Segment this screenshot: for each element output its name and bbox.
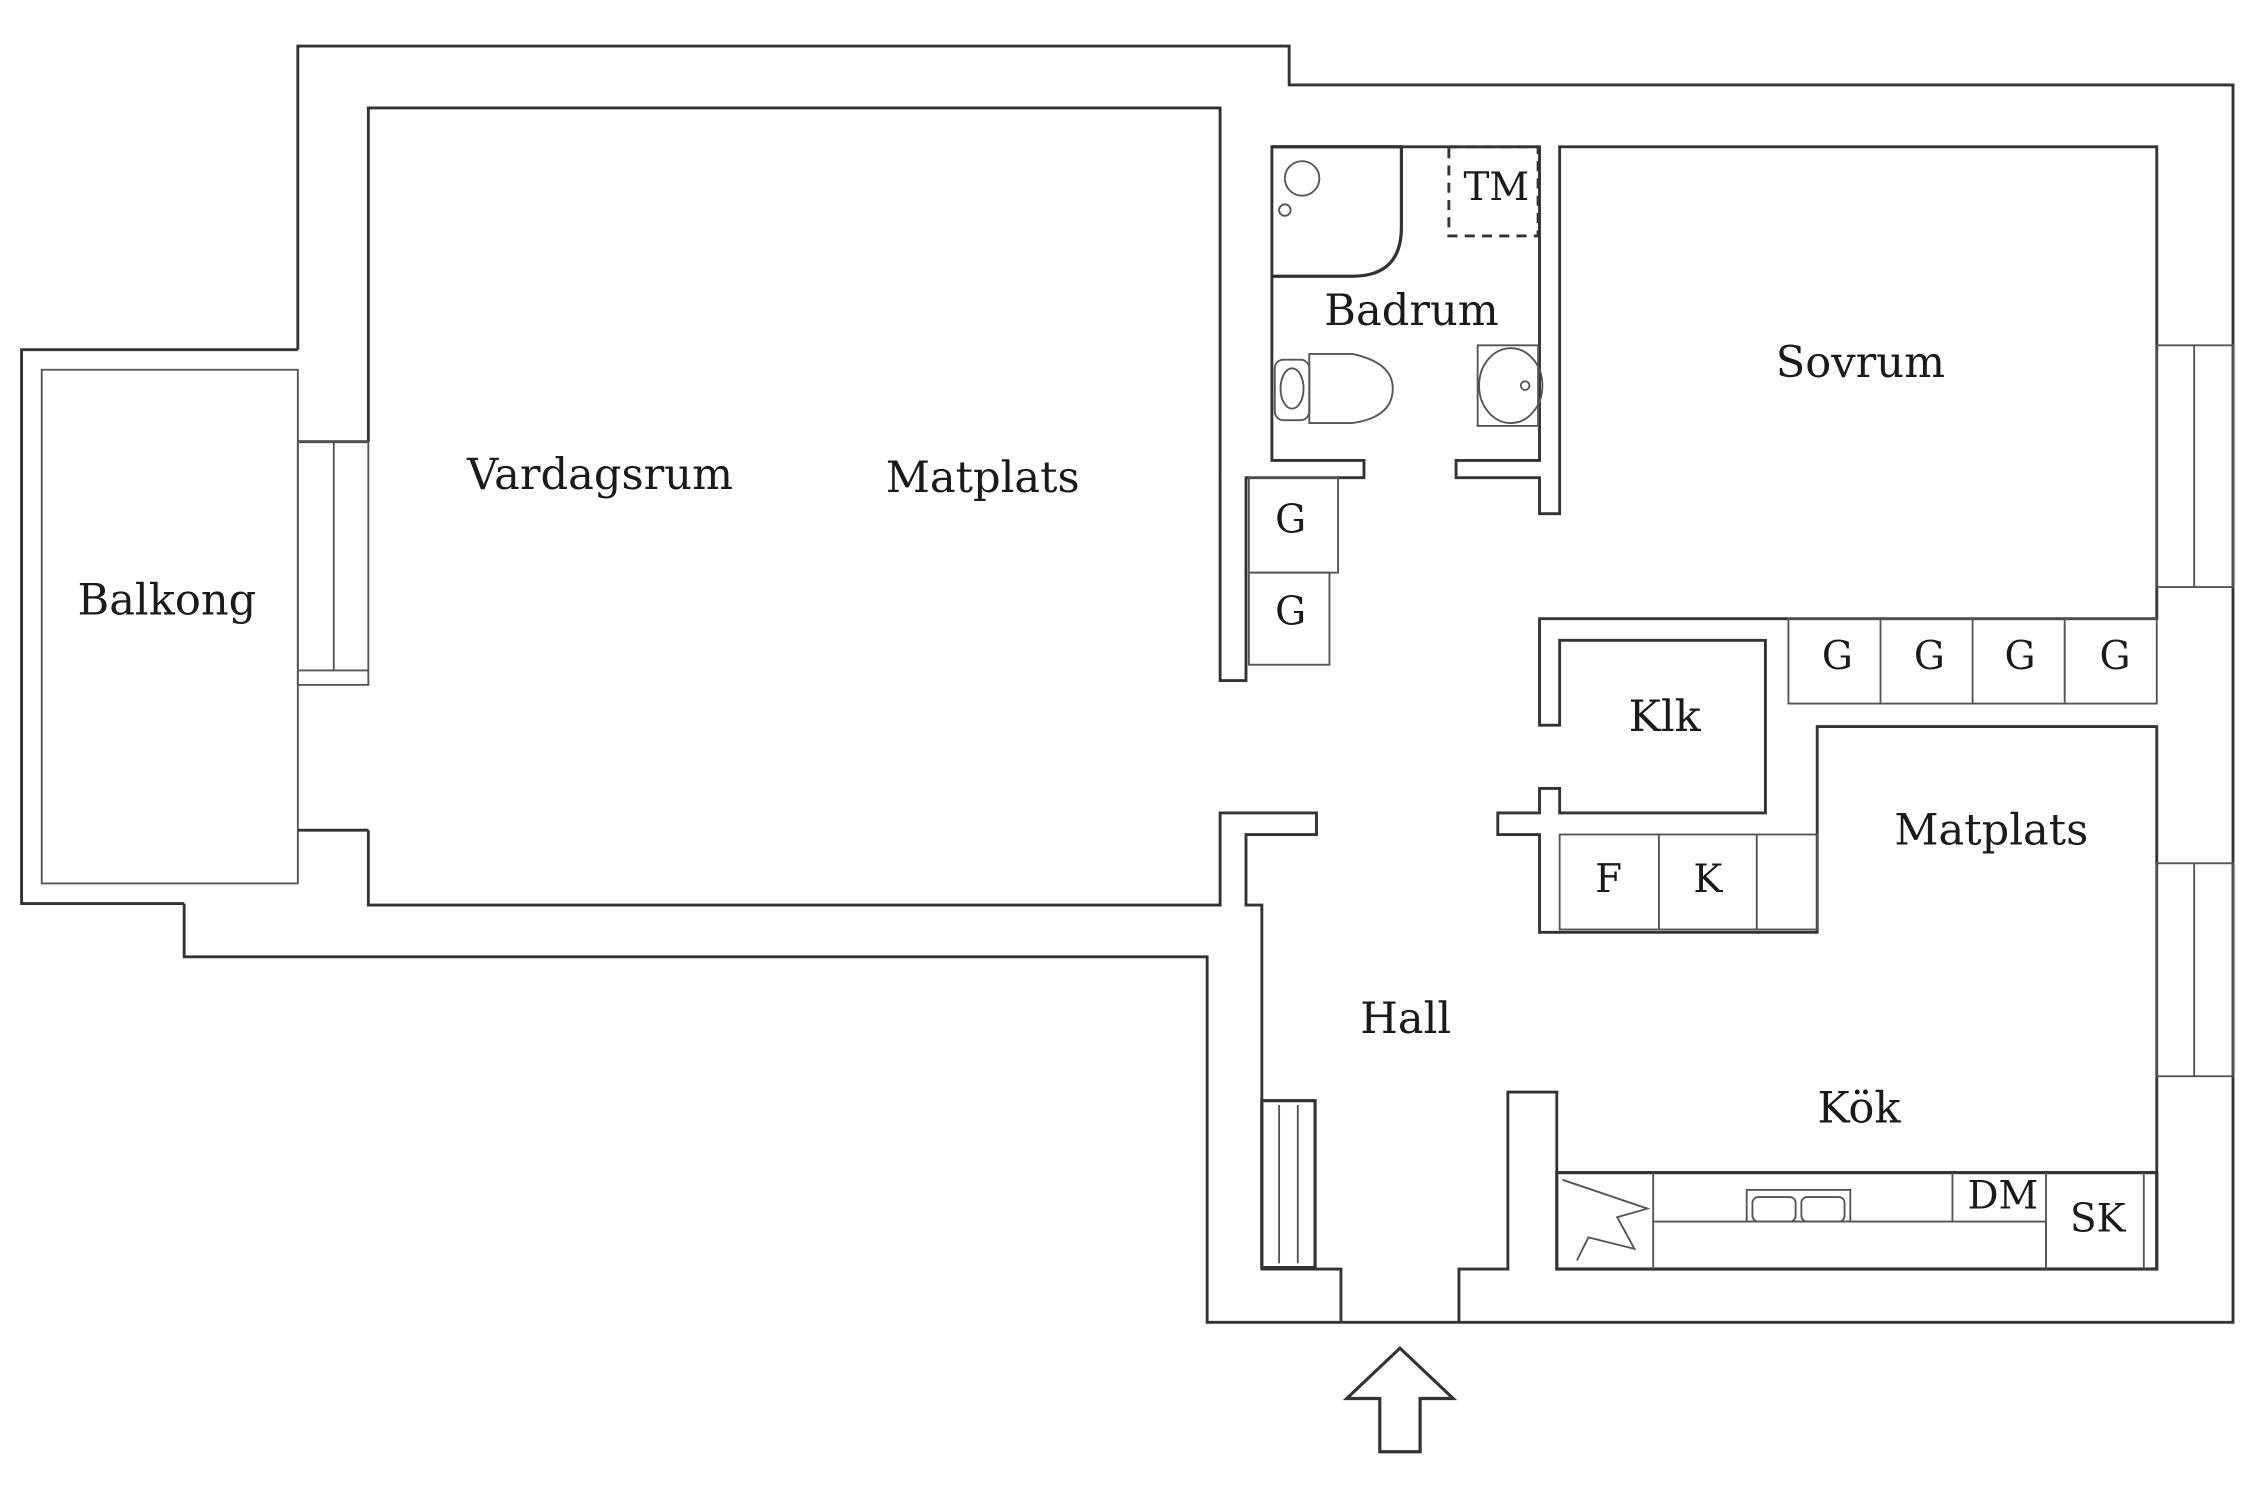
freezer-label: F <box>1595 857 1622 902</box>
wardrobe-label: G <box>1914 634 1945 679</box>
room-label-matplats-kitchen: Matplats <box>1894 806 2088 856</box>
kitchen-window <box>2155 862 2234 1078</box>
wardrobe-label: G <box>1822 634 1853 679</box>
kitchen-sink-icon <box>1745 1188 1852 1223</box>
wardrobe-label: G <box>1275 497 1306 542</box>
living-room-walls <box>297 106 2159 1323</box>
dishwasher-label: DM <box>1967 1174 2038 1219</box>
fridge-label: K <box>1693 857 1723 902</box>
toilet-icon <box>1273 353 1394 424</box>
sink-icon <box>1476 344 1544 427</box>
fridge-freezer-block <box>1558 833 1819 931</box>
room-label-matplats: Matplats <box>886 453 1080 503</box>
tm-label: TM <box>1464 165 1530 210</box>
room-label-badrum: Badrum <box>1324 286 1498 336</box>
room-label-sovrum: Sovrum <box>1776 338 1945 388</box>
entrance-arrow-icon <box>1342 1345 1458 1454</box>
wardrobe-label: G <box>2100 634 2131 679</box>
shower <box>1271 145 1403 278</box>
room-label-hall: Hall <box>1360 994 1451 1044</box>
wardrobe-label: G <box>1275 589 1306 634</box>
washing-machine <box>1447 145 1540 238</box>
cabinet-label: SK <box>2070 1197 2127 1242</box>
room-label-kok: Kök <box>1817 1083 1901 1133</box>
radiator-icon <box>1260 1099 1317 1270</box>
bedroom-window <box>2155 344 2234 588</box>
wardrobe-label: G <box>2005 634 2036 679</box>
room-label-balkong: Balkong <box>77 575 256 625</box>
bedroom-wardrobes <box>1787 617 2158 705</box>
room-label-vardagsrum: Vardagsrum <box>466 450 733 500</box>
room-label-klk: Klk <box>1629 692 1702 742</box>
stove-icon <box>1562 1178 1651 1261</box>
hall-wardrobes <box>1247 476 1340 666</box>
balcony-window <box>296 440 370 686</box>
kitchen-counter <box>1555 1171 2159 1271</box>
